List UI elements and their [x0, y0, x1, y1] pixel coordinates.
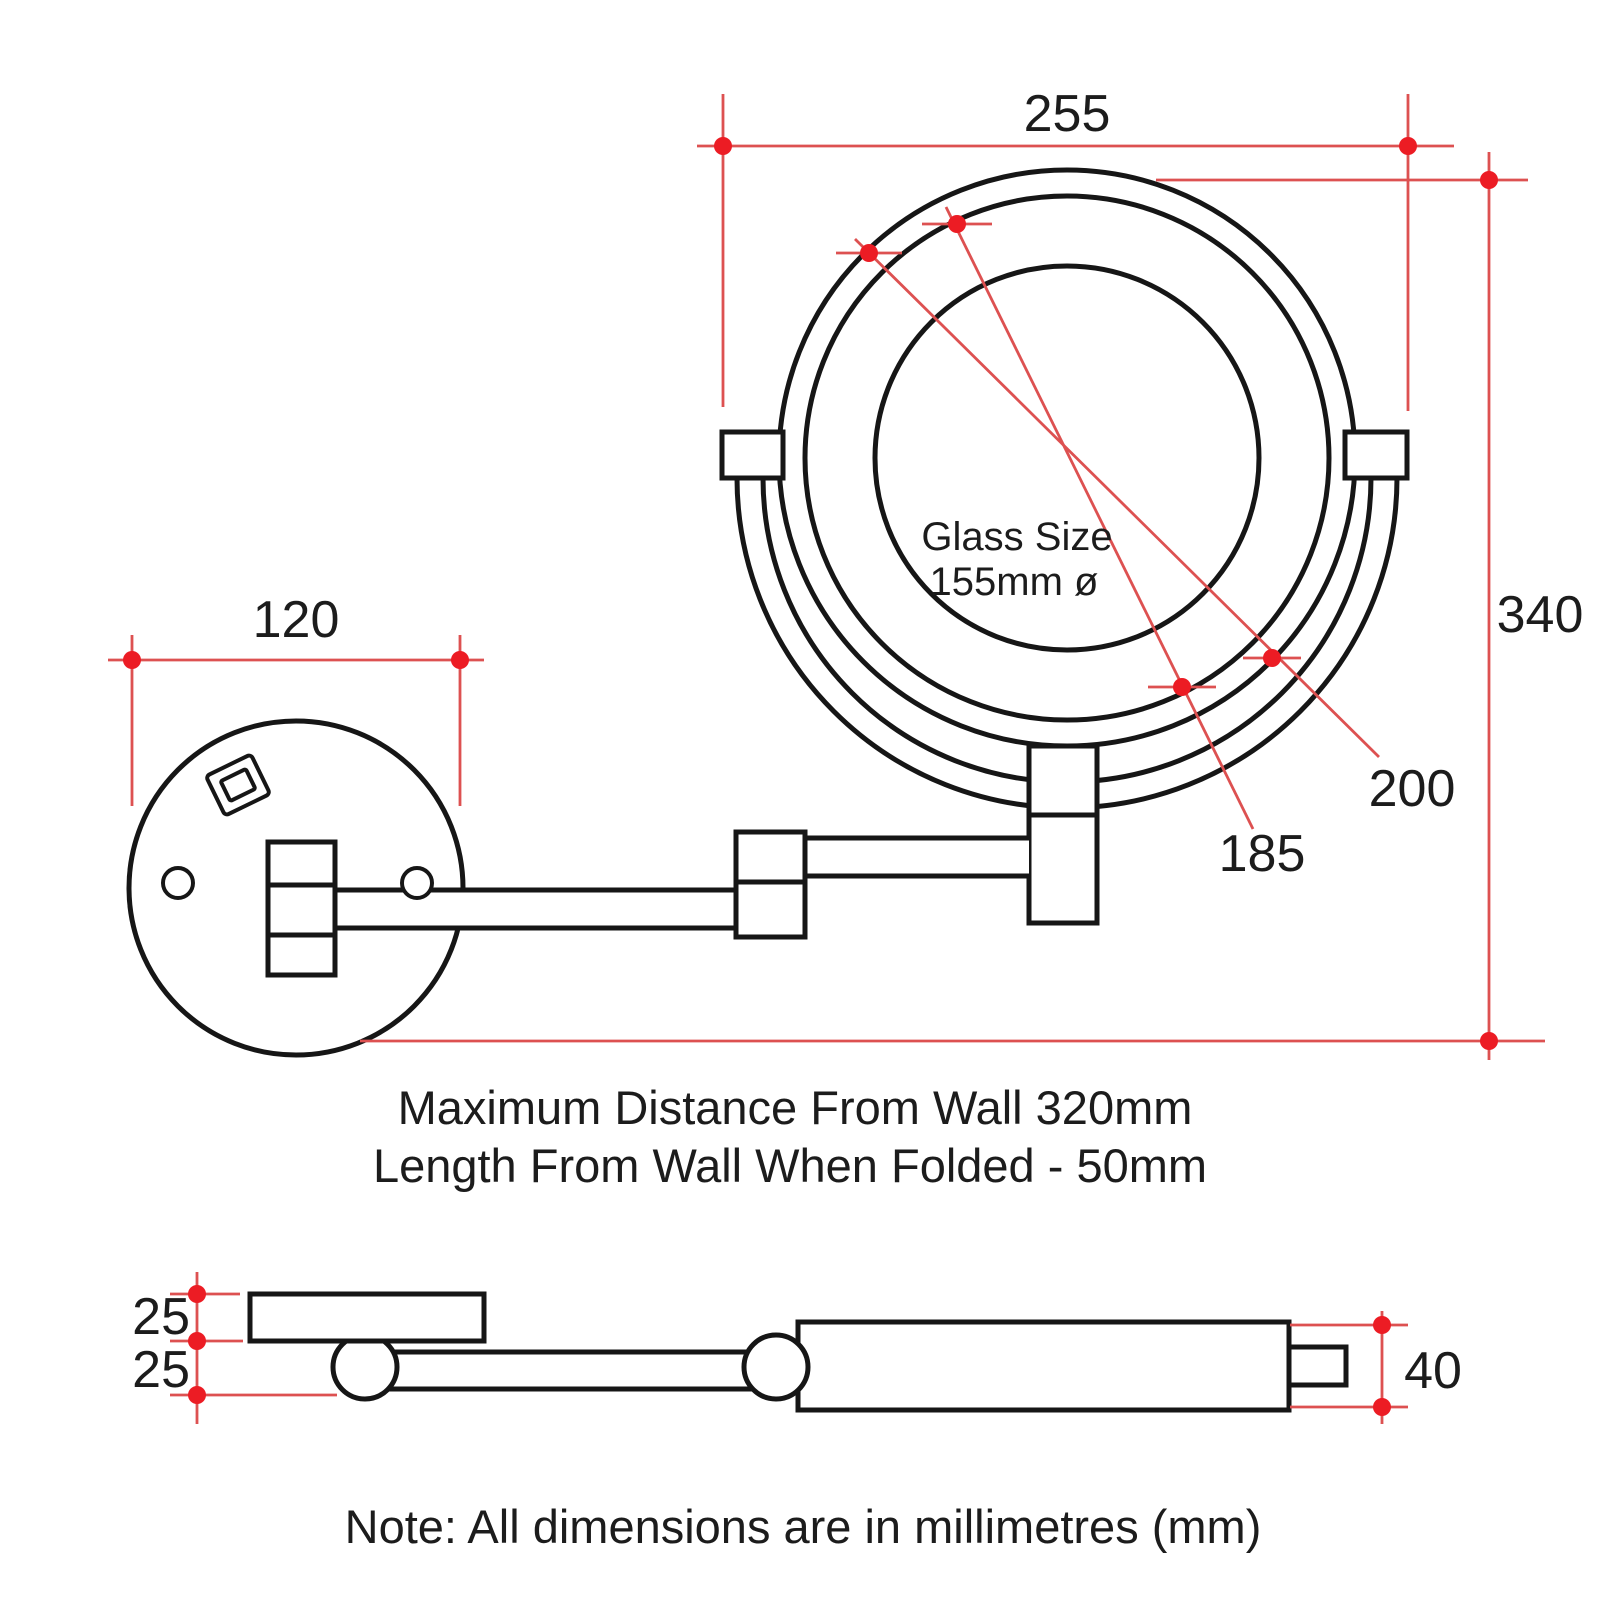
folded-arm-fill: [365, 1352, 776, 1389]
glass-size-label-line1: Glass Size: [921, 515, 1112, 559]
dim-25-top-label: 25: [132, 1288, 190, 1346]
dim-255-label: 255: [1024, 85, 1111, 143]
power-switch: [205, 753, 271, 817]
folded-mirror-bar: [795, 1319, 1292, 1413]
dim-185-dot-lower: [1173, 678, 1191, 696]
dim-200-label: 200: [1369, 760, 1456, 818]
switch-outer-frame: [205, 753, 271, 817]
dimension-40: [1290, 1311, 1408, 1424]
dimension-255: [697, 94, 1454, 411]
dim-120-dot-left: [123, 651, 141, 669]
glass-size-label-line2: 155mm ø: [930, 560, 1099, 604]
dim-255-dot-right: [1399, 137, 1417, 155]
mirror-front-view: [719, 167, 1410, 926]
right-pivot-block: [1342, 429, 1410, 481]
folded-hinge-circle: [330, 1332, 400, 1402]
dim-25-dot-middle: [188, 1332, 206, 1350]
mirror-bracket: [1026, 743, 1100, 926]
left-pivot-block: [719, 429, 786, 481]
dim-40-dot-bottom: [1373, 1398, 1391, 1416]
dim-200-diagonal-line: [854, 238, 1380, 758]
lower-arm-fill: [335, 890, 736, 928]
dim-40-label: 40: [1404, 1342, 1462, 1400]
mirror-glass-circle: [872, 263, 1262, 653]
dim-120-label: 120: [253, 591, 340, 649]
dim-340-dot-top: [1480, 171, 1498, 189]
wall-hinge-block: [265, 839, 338, 978]
dim-200-dot-upper: [860, 244, 878, 262]
dim-185-label: 185: [1219, 825, 1306, 883]
dim-340-dot-bottom: [1480, 1032, 1498, 1050]
dimension-120: [108, 635, 484, 806]
dimension-25-25: [170, 1272, 337, 1424]
dim-340-label: 340: [1497, 586, 1584, 644]
diameter-callouts: [836, 206, 1380, 830]
dim-25-dot-bottom: [188, 1386, 206, 1404]
dim-25-dot-top: [188, 1285, 206, 1303]
dim-40-dot-top: [1373, 1316, 1391, 1334]
left-screw-hole: [161, 866, 195, 900]
mirror-inner-rim-circle: [802, 193, 1332, 723]
folded-elbow-circle: [741, 1332, 811, 1402]
dim-185-diagonal-line: [944, 206, 1255, 830]
dim-200-dot-lower: [1263, 649, 1281, 667]
right-screw-hole: [400, 866, 434, 900]
dim-120-dot-right: [451, 651, 469, 669]
note-text: Note: All dimensions are in millimetres …: [345, 1500, 1262, 1553]
dim-255-dot-left: [714, 137, 732, 155]
dim-185-dot-upper: [948, 215, 966, 233]
switch-rocker: [219, 767, 257, 803]
folded-knob: [1286, 1344, 1349, 1388]
caption-line1: Maximum Distance From Wall 320mm: [398, 1081, 1193, 1134]
folded-side-view: [247, 1291, 1349, 1413]
dim-25-bottom-label: 25: [132, 1341, 190, 1399]
wall-plate-and-arm: [126, 718, 1029, 1058]
upper-arm-fill: [805, 838, 1029, 876]
dimension-340: [360, 152, 1545, 1060]
caption-line2: Length From Wall When Folded - 50mm: [373, 1139, 1207, 1192]
folded-wall-plate: [247, 1291, 487, 1344]
